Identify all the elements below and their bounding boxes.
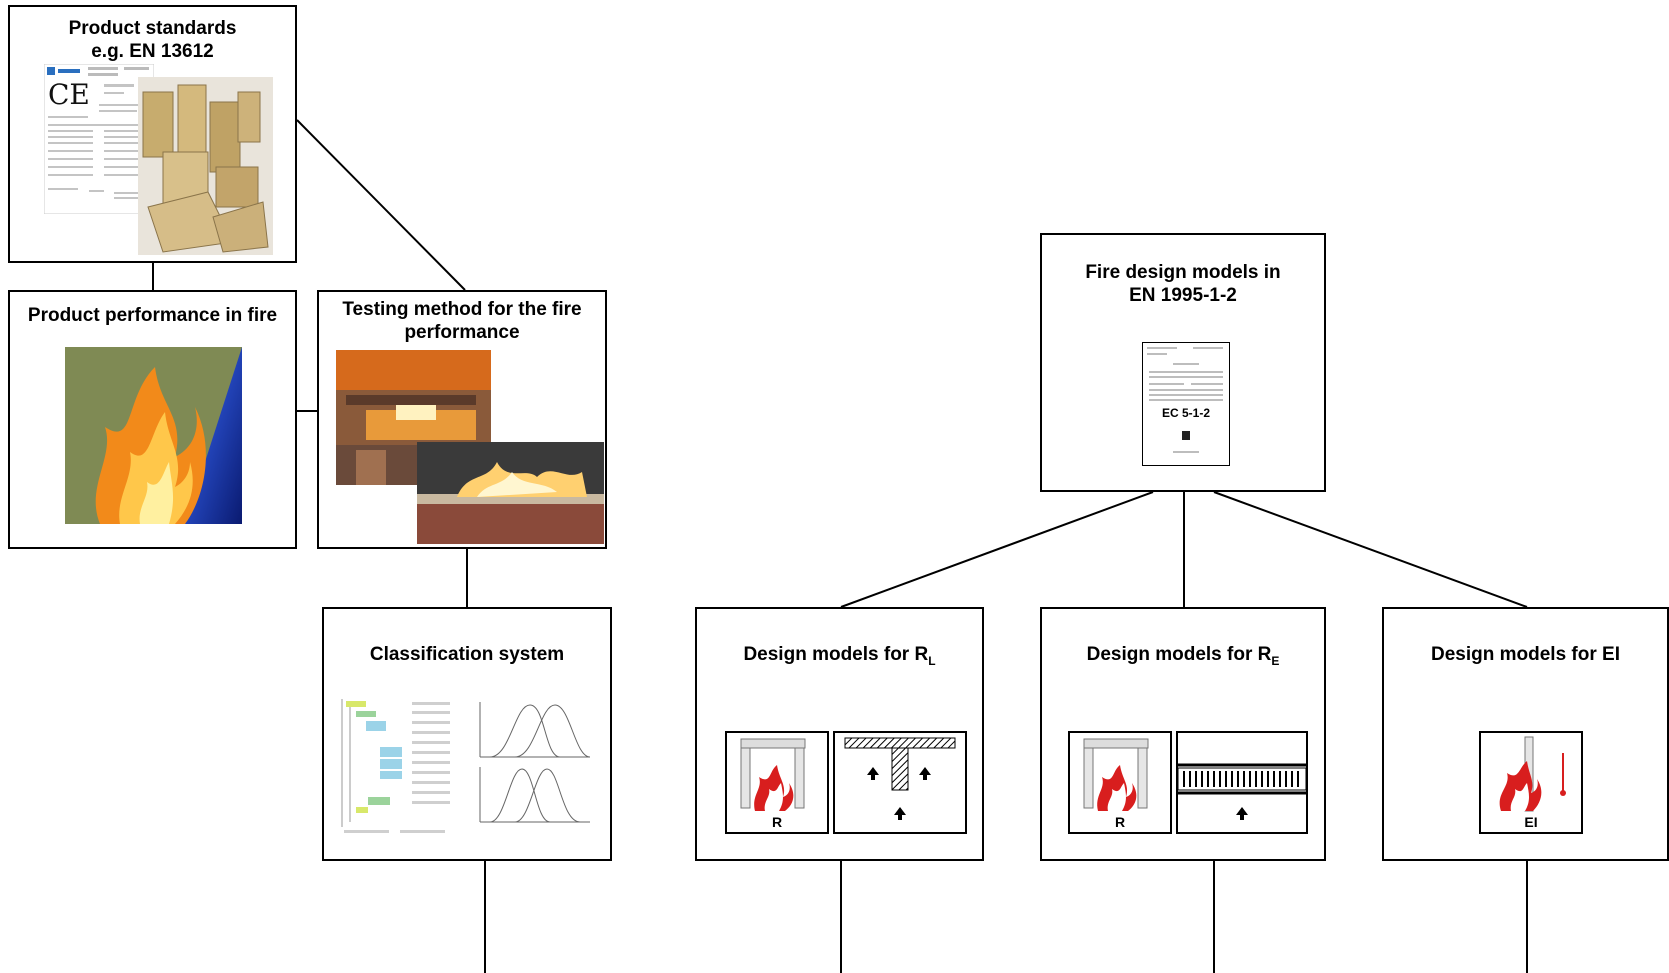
rl-beam-section-icon-box — [833, 731, 967, 834]
connector-fire-ei — [1213, 491, 1528, 608]
classification-title-text: Classification system — [369, 644, 565, 665]
design-models-re-title: Design models for RE — [1042, 643, 1324, 673]
testing-method-box: Testing method for the fire performance — [317, 290, 607, 549]
flame-photo — [65, 347, 242, 524]
fire-arrow-icon — [1236, 807, 1248, 820]
frame-fire-icon — [740, 738, 806, 811]
document-lines-icon — [1147, 347, 1223, 453]
ei-fire-icon-box: EI — [1479, 731, 1583, 834]
ei-icon-label: EI — [1524, 814, 1538, 830]
frame-fire-icon — [1083, 738, 1149, 811]
classification-title: Classification system — [324, 643, 610, 666]
ec-document-image: EC 5-1-2 — [1142, 342, 1230, 466]
design-models-re-title-text: Design models for RE — [1042, 643, 1324, 673]
design-models-rl-title-prefix: Design models for R — [743, 644, 929, 665]
testing-method-title: Testing method for the fire performance — [319, 298, 605, 344]
connector-fire-rl — [840, 491, 1154, 608]
doc-logo-icon — [1182, 431, 1190, 440]
product-standards-title-line1: Product standards — [68, 18, 237, 39]
product-performance-title-text: Product performance in fire — [27, 305, 278, 326]
product-performance-title: Product performance in fire — [10, 304, 295, 327]
design-models-ei-title-text: Design models for EI — [1431, 644, 1620, 665]
ec-document-label: EC 5-1-2 — [1161, 406, 1211, 420]
design-models-re-box: Design models for RE R — [1040, 607, 1326, 861]
design-models-re-title-sub: E — [1271, 653, 1280, 668]
integrity-insulation-fire-icon — [1499, 736, 1566, 812]
rl-frame-fire-icon-box: R — [725, 731, 829, 834]
slab-section-icon — [1177, 763, 1307, 820]
design-models-ei-box: Design models for EI EI — [1382, 607, 1669, 861]
fire-design-models-title-line2: EN 1995-1-2 — [1129, 285, 1237, 306]
design-models-ei-title: Design models for EI — [1384, 643, 1667, 666]
fire-design-models-box: Fire design models in EN 1995-1-2 EC 5-1… — [1040, 233, 1326, 492]
classification-box: Classification system — [322, 607, 612, 861]
connector-standards-testing — [296, 119, 466, 291]
fire-design-models-title: Fire design models in EN 1995-1-2 — [1042, 261, 1324, 307]
design-models-re-title-prefix: Design models for R — [1086, 644, 1272, 665]
product-standards-title: Product standards e.g. EN 13612 — [10, 17, 295, 63]
fire-arrow-icons — [867, 767, 931, 820]
wood-panels-image — [138, 77, 273, 255]
product-standards-title-line2: e.g. EN 13612 — [91, 41, 214, 62]
re-icon-label: R — [1114, 814, 1126, 830]
design-models-rl-box: Design models for RL R — [695, 607, 984, 861]
testing-method-title-line1: Testing method for the fire — [342, 299, 582, 320]
fire-design-models-title-line1: Fire design models in — [1085, 262, 1281, 283]
rl-icon-label: R — [771, 814, 783, 830]
product-standards-box: Product standards e.g. EN 13612 CE — [8, 5, 297, 263]
re-frame-fire-icon-box: R — [1068, 731, 1172, 834]
ce-document-image: CE — [44, 64, 154, 214]
product-performance-box: Product performance in fire — [8, 290, 297, 549]
furnace-test-photo-2 — [417, 442, 604, 544]
ce-mark-icon: CE — [48, 78, 90, 111]
classification-chart-image — [340, 697, 595, 842]
design-models-rl-title-sub: L — [928, 653, 936, 668]
testing-method-title-line2: performance — [404, 322, 520, 343]
re-slab-section-icon-box — [1176, 731, 1308, 834]
beam-section-icon — [844, 737, 956, 820]
design-models-rl-title-text: Design models for RL — [697, 643, 982, 673]
design-models-rl-title: Design models for RL — [697, 643, 982, 673]
